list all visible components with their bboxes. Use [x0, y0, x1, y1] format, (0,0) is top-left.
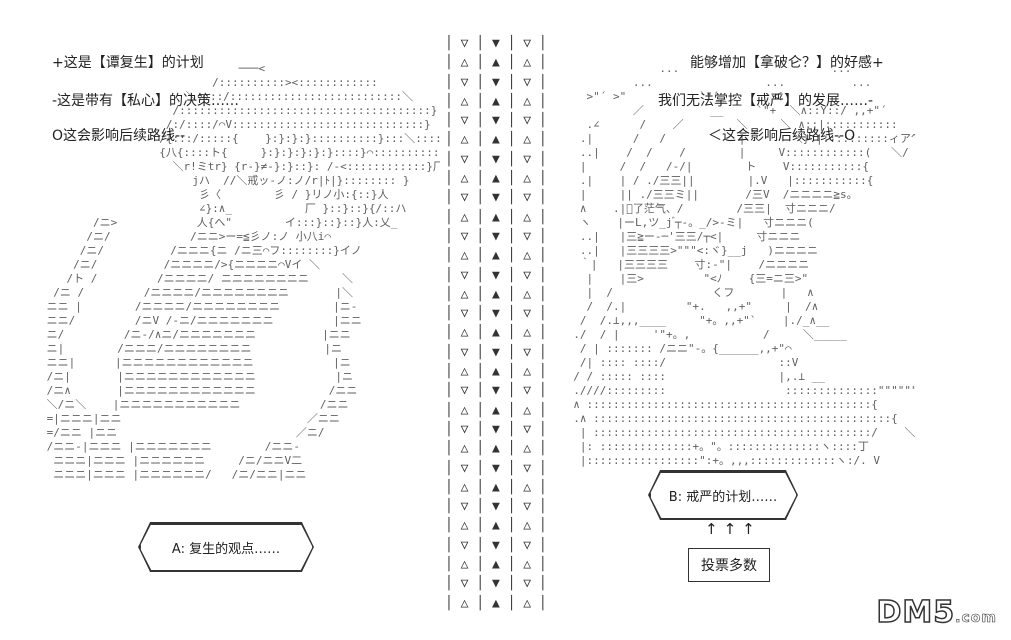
arrow-row: │ ▽ │ ▼ │ ▽ │	[445, 113, 547, 129]
ascii-art-left: ───< /::::::::::><:::::::::::: ＼::::/:::…	[46, 62, 440, 481]
arrow-row: │ ▽ │ ▼ │ ▽ │	[445, 421, 547, 437]
arrow-row: │ △ │ ▲ │ △ │	[445, 248, 547, 264]
option-b-label: B: 戒严的计划……	[668, 489, 778, 505]
arrow-row: │ ▽ │ ▼ │ ▽ │	[445, 306, 547, 322]
arrow-row: │ △ │ ▲ │ △ │	[445, 171, 547, 187]
ascii-art-right: ... ... ... ... ... >"´ >" `"´ ＜ ／ __ `"…	[573, 62, 915, 467]
arrow-row: │ ▽ │ ▼ │ ▽ │	[445, 537, 547, 553]
arrow-row: │ ▽ │ ▼ │ ▽ │	[445, 576, 547, 592]
arrow-row: │ △ │ ▲ │ △ │	[445, 325, 547, 341]
left-line-2: -这是带有【私心】的决策……	[52, 93, 240, 109]
arrow-row: │ △ │ ▲ │ △ │	[445, 557, 547, 573]
arrow-row: │ △ │ ▲ │ △ │	[445, 595, 547, 611]
arrow-row: │ △ │ ▲ │ △ │	[445, 479, 547, 495]
arrow-row: │ △ │ ▲ │ △ │	[445, 364, 547, 380]
arrow-row: │ ▽ │ ▼ │ ▽ │	[445, 267, 547, 283]
site-logo: DM5.com	[876, 594, 997, 631]
left-line-3: O这会影响后续路线--	[52, 128, 186, 144]
arrow-row: │ ▽ │ ▼ │ ▽ │	[445, 151, 547, 167]
option-b-fill	[650, 472, 797, 519]
arrow-row: │ ▽ │ ▼ │ ▽ │	[445, 228, 547, 244]
option-a-label: A: 复生的观点……	[171, 541, 281, 557]
arrow-row: │ △ │ ▲ │ △ │	[445, 93, 547, 109]
left-line-1: +这是【谭复生】的计划	[52, 55, 204, 71]
arrow-row: │ △ │ ▲ │ △ │	[445, 441, 547, 457]
arrow-column: │ ▽ │ ▼ │ ▽ │ │ △ │ ▲ │ △ │ │ ▽ │ ▼ │ ▽ │ │…	[445, 34, 547, 614]
arrow-row: │ ▽ │ ▼ │ ▽ │	[445, 499, 547, 515]
arrow-row: │ ▽ │ ▼ │ ▽ │	[445, 36, 547, 51]
arrow-row: │ △ │ ▲ │ △ │	[445, 286, 547, 302]
arrow-row: │ △ │ ▲ │ △ │	[445, 209, 547, 225]
option-b-box[interactable]: B: 戒严的计划……	[648, 470, 798, 520]
arrow-row: │ ▽ │ ▼ │ ▽ │	[445, 344, 547, 360]
right-line-2: 我们无法掌控【戒严】的发展……-	[658, 93, 874, 109]
option-a-fill	[140, 524, 313, 571]
option-a-box[interactable]: A: 复生的观点……	[138, 522, 314, 572]
arrow-row: │ △ │ ▲ │ △ │	[445, 518, 547, 534]
arrow-row: │ △ │ ▲ │ △ │	[445, 55, 547, 71]
logo-suffix: .com	[955, 610, 997, 627]
arrow-row: │ ▽ │ ▼ │ ▽ │	[445, 190, 547, 206]
arrow-row: │ △ │ ▲ │ △ │	[445, 402, 547, 418]
arrow-row: │ △ │ ▲ │ △ │	[445, 132, 547, 148]
right-line-1: 能够增加【拿破仑？】的好感+	[690, 55, 884, 71]
logo-main: DM5	[876, 594, 956, 631]
right-line-3: ＜这会影响后续路线--O	[708, 128, 856, 144]
arrow-row: │ ▽ │ ▼ │ ▽ │	[445, 383, 547, 399]
arrow-row: │ ▽ │ ▼ │ ▽ │	[445, 74, 547, 90]
vote-majority-button[interactable]: 投票多数	[688, 548, 770, 582]
vote-arrows: ↑↑↑	[705, 520, 761, 538]
arrow-row: │ ▽ │ ▼ │ ▽ │	[445, 460, 547, 476]
